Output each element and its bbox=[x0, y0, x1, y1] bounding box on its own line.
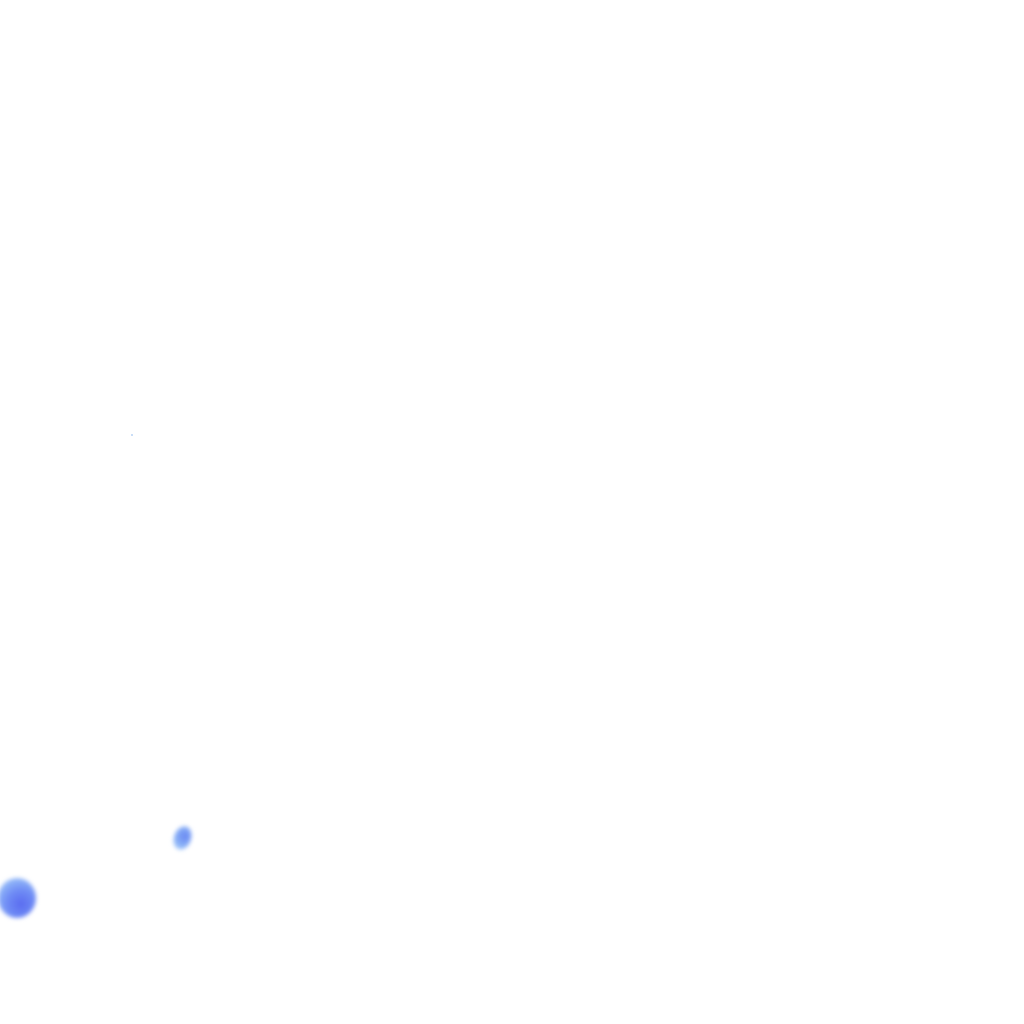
small-blue-blob bbox=[170, 823, 195, 853]
speck bbox=[131, 434, 133, 436]
large-blue-blob bbox=[0, 878, 36, 918]
